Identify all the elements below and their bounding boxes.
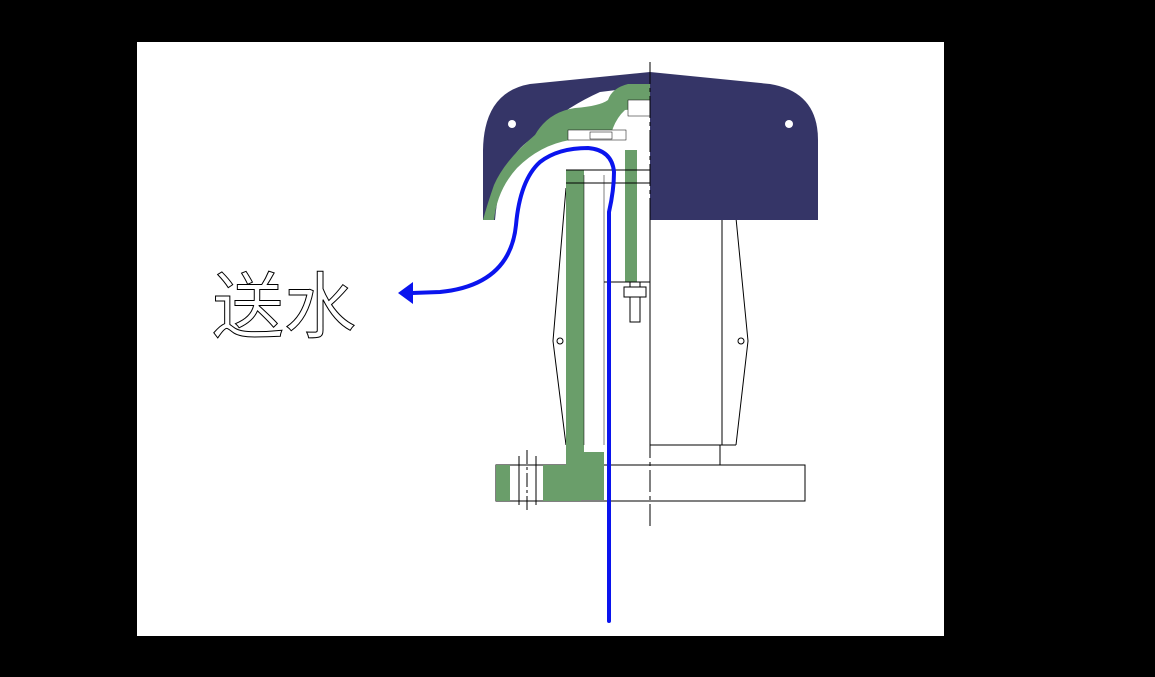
water-flow-path <box>398 146 616 623</box>
cap-hole-left <box>508 120 516 128</box>
flow-label: 送水 <box>212 265 356 349</box>
left-section-body <box>552 150 650 500</box>
flow-arrow-head <box>398 282 413 304</box>
right-body <box>649 217 749 446</box>
base-flange-section-mid <box>543 465 581 501</box>
bolt-hole-right <box>737 337 745 345</box>
cap-hole-right <box>785 120 793 128</box>
bolt-hole-left <box>556 337 564 345</box>
cap-left-section <box>483 72 651 220</box>
base-flange-section-left <box>496 465 510 501</box>
cap-right <box>650 72 818 220</box>
